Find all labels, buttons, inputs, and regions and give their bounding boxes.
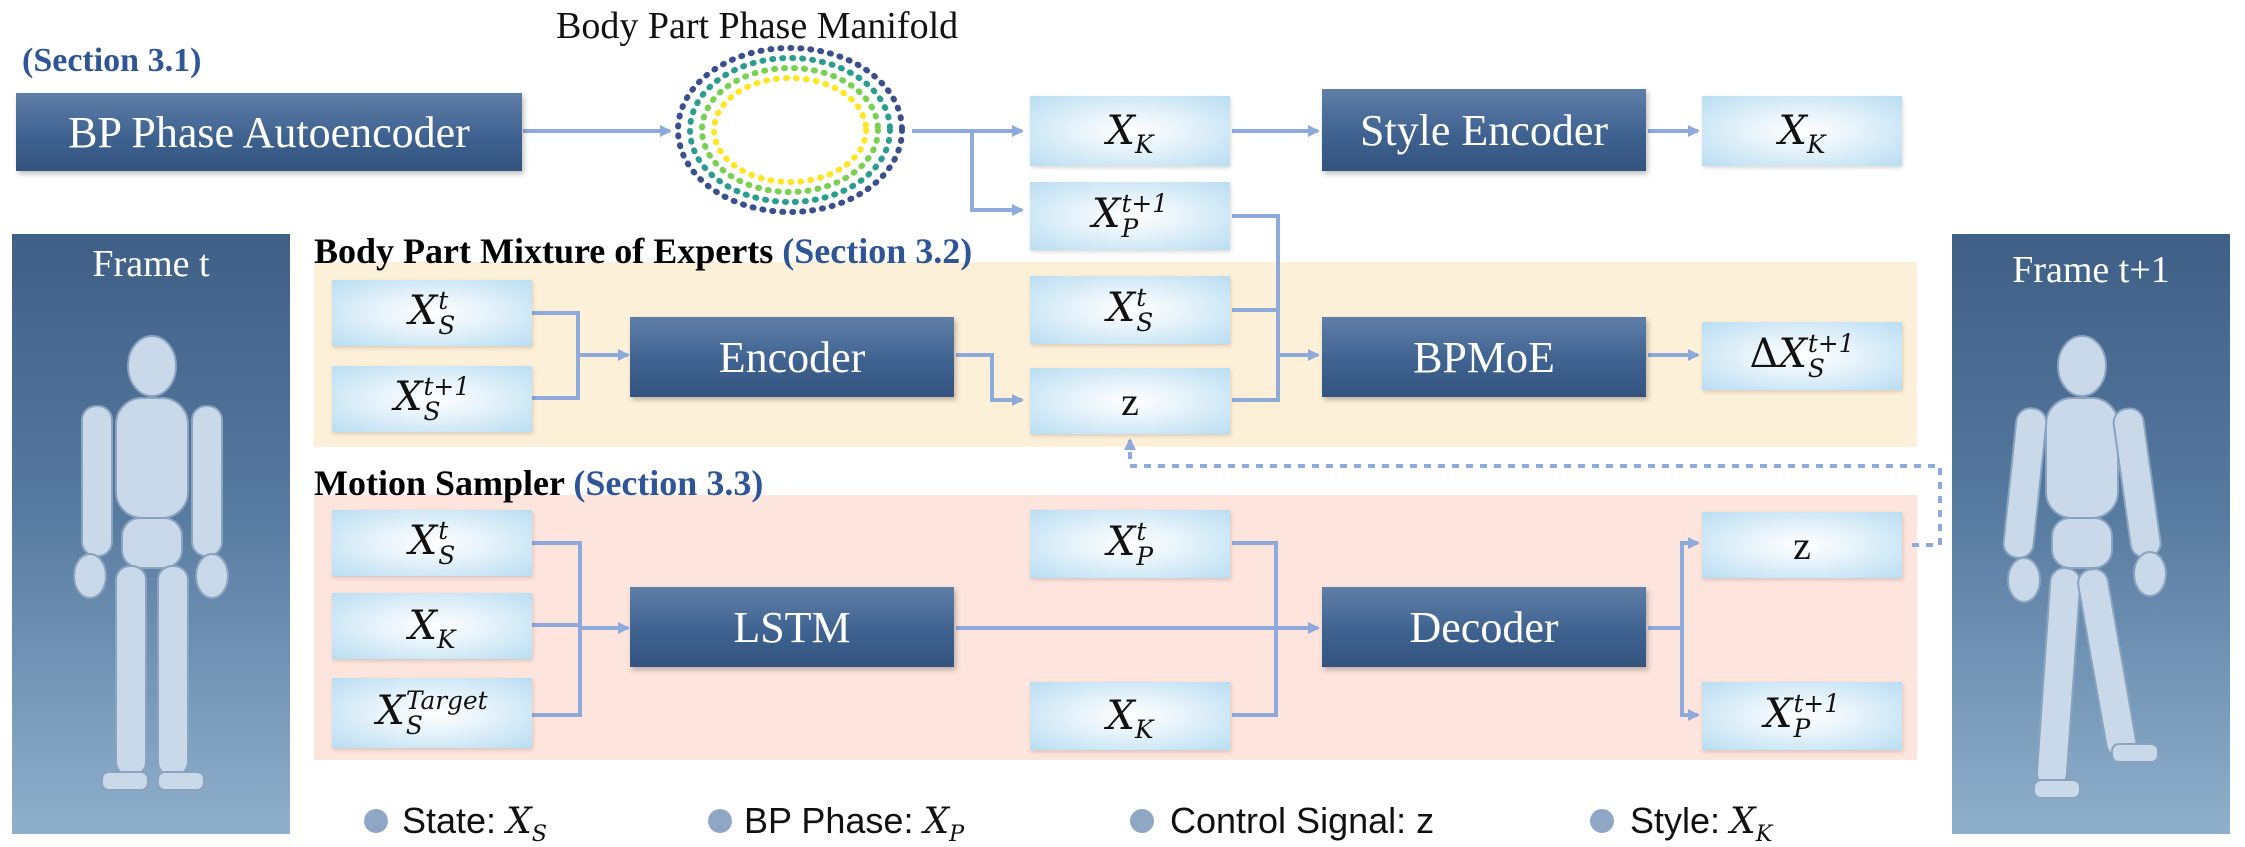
lstm-box: LSTM [630, 587, 954, 667]
bpmoe-box: BPMoE [1322, 317, 1646, 397]
arrow-xst-lstm [532, 541, 630, 634]
bpmoe-label: BPMoE [1413, 332, 1555, 382]
frame-t1-title: Frame t+1 [2012, 249, 2170, 291]
legend-item-state: State: XS [402, 800, 547, 847]
legend-item-style: Style: XK [1630, 800, 1773, 847]
arrow-manifold-xp [970, 131, 1024, 216]
xk-style-input-box: XK [1030, 96, 1230, 166]
moe-heading: Body Part Mixture of Experts (Section 3.… [314, 231, 973, 271]
moe-z-box: z [1030, 368, 1230, 434]
arrow-xkmid-decoder [1232, 628, 1278, 717]
arrow-decoder-z [1648, 537, 1700, 630]
decoder-label: Decoder [1409, 602, 1559, 652]
sampler-z-out-box: z [1702, 512, 1902, 578]
moe-z-label: z [1121, 378, 1139, 424]
frame-t1-panel: Frame t+1 [1952, 234, 2230, 834]
sampler-xk-mid-box: XK [1030, 682, 1230, 750]
legend-item-control: Control Signal: z [1170, 800, 1435, 841]
bp-phase-autoencoder-box: BP Phase Autoencoder [16, 93, 522, 171]
section-3-1-label: (Section 3.1) [22, 42, 202, 79]
arrow-xst1-encoder [532, 355, 580, 400]
xk-style-output-box: XK [1702, 96, 1902, 166]
legend-dot-style [1590, 809, 1614, 833]
dotted-feedback-arrow [1124, 438, 1942, 547]
sampler-z-out-label: z [1793, 522, 1811, 568]
legend-item-phase: BP Phase: XP [744, 800, 965, 847]
phase-manifold-plot [675, 45, 905, 215]
bp-phase-autoencoder-label: BP Phase Autoencoder [68, 107, 470, 157]
manifold-title: Body Part Phase Manifold [556, 5, 959, 47]
arrow-xp-bpmoe [1232, 214, 1320, 361]
arrow-decoder-xp [1680, 628, 1700, 721]
arrow-z-bpmoe [1232, 355, 1280, 402]
encoder-box: Encoder [630, 317, 954, 397]
style-encoder-box: Style Encoder [1322, 89, 1646, 171]
frame-t-title: Frame t [92, 243, 210, 285]
arrow-xst-encoder [532, 311, 630, 361]
decoder-box: Decoder [1322, 587, 1646, 667]
legend-dot-phase [708, 809, 732, 833]
arrow-xtarget-lstm [532, 628, 582, 717]
sampler-heading: Motion Sampler (Section 3.3) [314, 463, 764, 503]
style-encoder-label: Style Encoder [1359, 105, 1609, 155]
character-figure-right [2002, 335, 2167, 799]
frame-t-panel: Frame t [12, 234, 290, 834]
arrow-xpt-decoder [1232, 541, 1278, 628]
legend-dot-state [364, 809, 388, 833]
arrow-encoder-z [956, 353, 1024, 406]
sampler-xk-box: XK [332, 593, 532, 659]
lstm-label: LSTM [733, 602, 851, 652]
legend-dot-control [1130, 809, 1154, 833]
character-figure-left [73, 335, 229, 791]
legend: State: XS BP Phase: XP Control Signal: z… [0, 800, 2245, 847]
encoder-label: Encoder [718, 332, 866, 382]
